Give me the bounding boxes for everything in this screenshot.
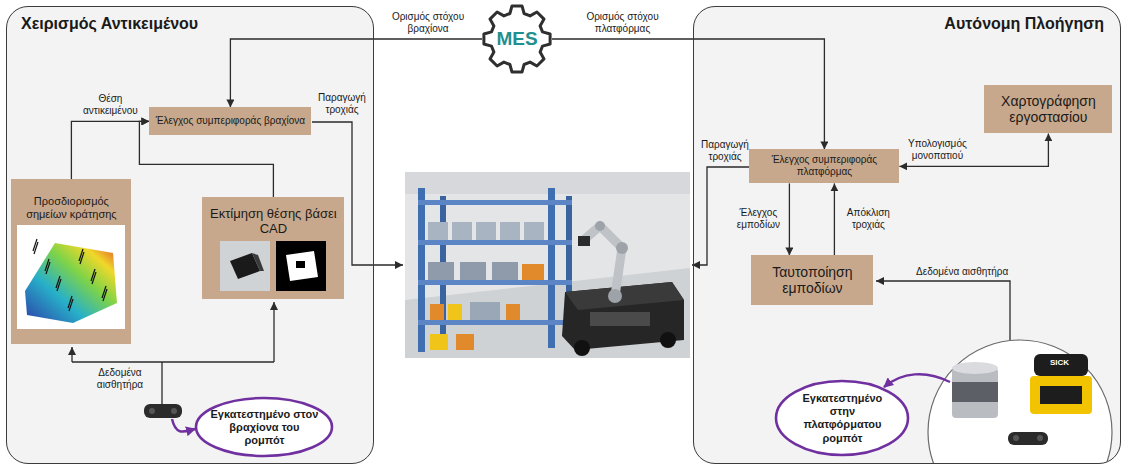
mes-text: MES bbox=[496, 28, 537, 51]
image-frame bbox=[220, 241, 326, 291]
box-text: Ταυτοποίηση εμποδίων bbox=[756, 264, 868, 298]
edge-label: Απόκλιση τροχιάς bbox=[839, 207, 897, 231]
box-text: Έλεγχος συμπεριφοράς βραχίονα bbox=[156, 115, 305, 127]
annotation-ellipse: Εγκατεστημένο στην πλατφόρματου ρομπότ bbox=[774, 379, 910, 457]
cad-mask bbox=[276, 241, 326, 291]
flow-label: Παραγωγή τροχιάς bbox=[700, 139, 750, 163]
process-box: Έλεγχος συμπεριφοράς πλατφόρμας bbox=[749, 149, 899, 183]
box-text: Έλεγχος συμπεριφοράς πλατφόρμας bbox=[754, 154, 894, 178]
flow-label: Δεδομένα αισθητήρα bbox=[916, 266, 1008, 278]
flow-arrow bbox=[899, 133, 1048, 166]
box-text: Χαρτογράφηση εργοστασίου bbox=[989, 93, 1107, 127]
ellipse-text: Εγκατεστημένο στον βραχίονα του ρομπότ bbox=[208, 408, 320, 448]
cad-photo bbox=[220, 241, 270, 291]
edge-label: Ορισμός στόχου βραχίονα bbox=[386, 11, 470, 35]
trajectory-wires bbox=[312, 122, 750, 265]
flow-arrow bbox=[834, 183, 835, 255]
flow-arrow bbox=[789, 183, 790, 255]
panel-region: Χειρισμός ΑντικειμένουΈλεγχος συμπεριφορ… bbox=[6, 6, 374, 464]
brand-logo-text: SICK bbox=[1050, 358, 1069, 368]
flow-label: Παραγωγή τροχιάς bbox=[314, 92, 370, 116]
box-text: Προσδιορισμός σημείων κράτησης bbox=[16, 195, 126, 221]
factory-illustration bbox=[405, 172, 690, 358]
box-text: Εκτίμηση θέσης βάσει CAD bbox=[207, 206, 339, 237]
sensor-group bbox=[928, 340, 1112, 463]
process-box: Έλεγχος συμπεριφοράς βραχίονα bbox=[149, 107, 311, 135]
edge-label: Ορισμός στόχου πλατφόρμας bbox=[581, 11, 665, 35]
mount-arrow bbox=[884, 374, 950, 387]
panel-title: Χειρισμός Αντικειμένου bbox=[21, 14, 359, 33]
edge-label: Θέση αντικειμένου bbox=[77, 93, 143, 117]
edge-label: Έλεγχος εμποδίων bbox=[732, 207, 784, 231]
mes-gear: MES bbox=[482, 4, 552, 74]
arm-camera-icon bbox=[144, 404, 182, 418]
flow-arrow bbox=[71, 121, 149, 179]
panel-title: Αυτόνομη Πλοήγηση bbox=[710, 14, 1104, 33]
process-box: Εκτίμηση θέσης βάσει CAD bbox=[202, 197, 344, 299]
panel-fill bbox=[6, 6, 374, 464]
panel-fill bbox=[693, 6, 1121, 464]
mount-arrow bbox=[172, 419, 195, 432]
flow-label: Δεδομένα αισθητήρα bbox=[86, 367, 154, 391]
image-frame bbox=[17, 225, 125, 329]
process-box: Ταυτοποίηση εμποδίων bbox=[751, 255, 873, 305]
ellipse-text: Εγκατεστημένο στην πλατφόρματου ρομπότ bbox=[790, 392, 894, 445]
process-box: Προσδιορισμός σημείων κράτησης bbox=[11, 179, 131, 344]
process-box: Χαρτογράφηση εργοστασίου bbox=[984, 85, 1112, 133]
grasp-heatmap bbox=[17, 225, 125, 329]
panel-region: Αυτόνομη ΠλοήγησηΧαρτογράφηση εργοστασίο… bbox=[693, 6, 1121, 464]
edge-label: Υπολογισμός μονοπατιού bbox=[901, 138, 973, 162]
flow-arrow bbox=[552, 39, 824, 149]
annotation-ellipse: Εγκατεστημένο στον βραχίονα του ρομπότ bbox=[194, 396, 334, 458]
